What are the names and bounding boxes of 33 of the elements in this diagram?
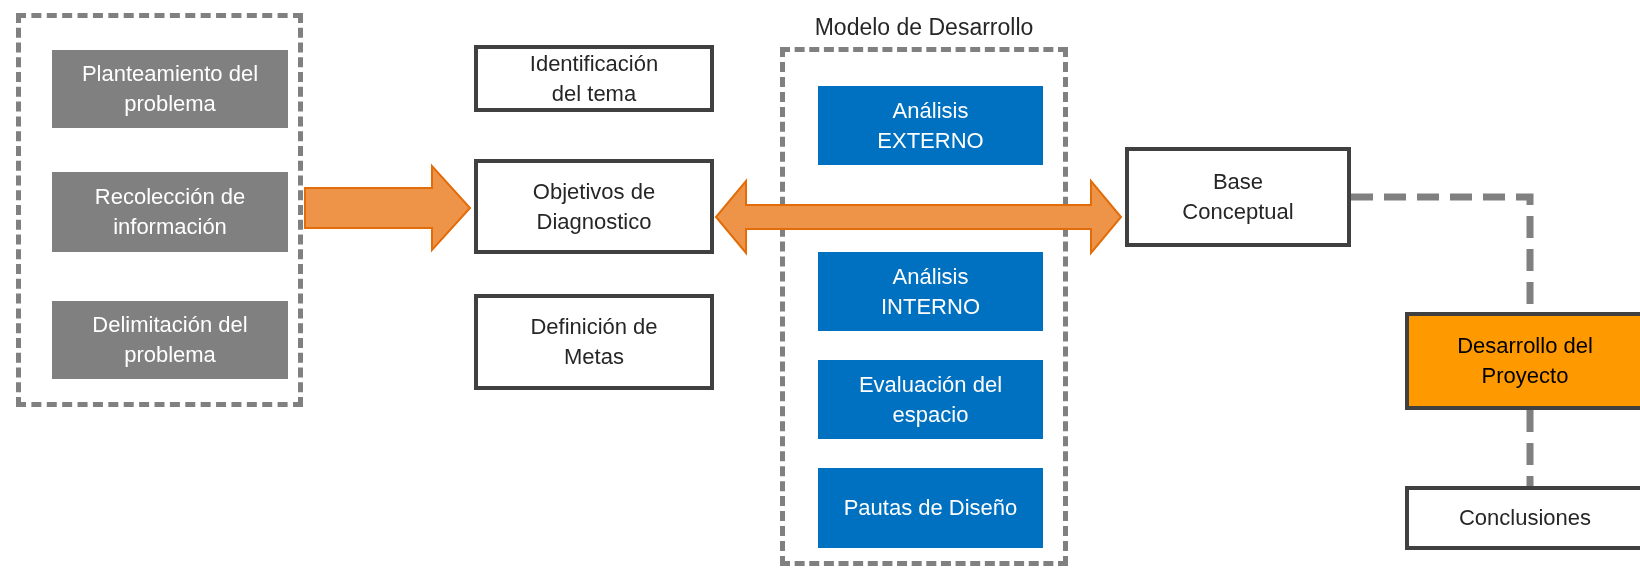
block-arrow (304, 163, 472, 253)
box-label: Objetivos de Diagnostico (531, 177, 657, 236)
box-label: EXTERNO (877, 126, 984, 155)
box-label: Análisis (892, 262, 969, 291)
highlight-box (1405, 312, 1640, 410)
box-label: Desarrollo del Proyecto (1456, 332, 1594, 390)
box-label: Análisis (892, 96, 969, 125)
box-label: Pautas de Diseño (843, 494, 1018, 522)
box-label: Definición de Metas (529, 313, 659, 371)
box-label: Evaluación del espacio (857, 370, 1004, 429)
dashed-group-frame (16, 13, 303, 407)
process-box (818, 360, 1043, 439)
process-box (52, 172, 288, 252)
process-box (818, 252, 1043, 331)
block-arrow (714, 178, 1123, 256)
box-label: Recolección de información (93, 183, 247, 241)
process-box (474, 45, 714, 112)
process-box (1125, 147, 1351, 247)
box-label: Delimitación del problema (91, 311, 249, 369)
group-heading: Modelo de Desarrollo (813, 13, 1035, 42)
box-label: Identificación del tema (528, 49, 660, 108)
box-label: Base Conceptual (1181, 168, 1295, 226)
process-box (1405, 486, 1640, 550)
process-box (474, 294, 714, 390)
process-box (52, 50, 288, 128)
box-label: Planteamiento del problema (80, 60, 260, 118)
process-box (818, 86, 1043, 165)
process-box (52, 301, 288, 379)
box-label: INTERNO (881, 292, 980, 321)
dashed-connector (1526, 410, 1534, 486)
box-label: Conclusiones (1458, 504, 1592, 532)
process-box (818, 468, 1043, 548)
process-box (474, 159, 714, 254)
